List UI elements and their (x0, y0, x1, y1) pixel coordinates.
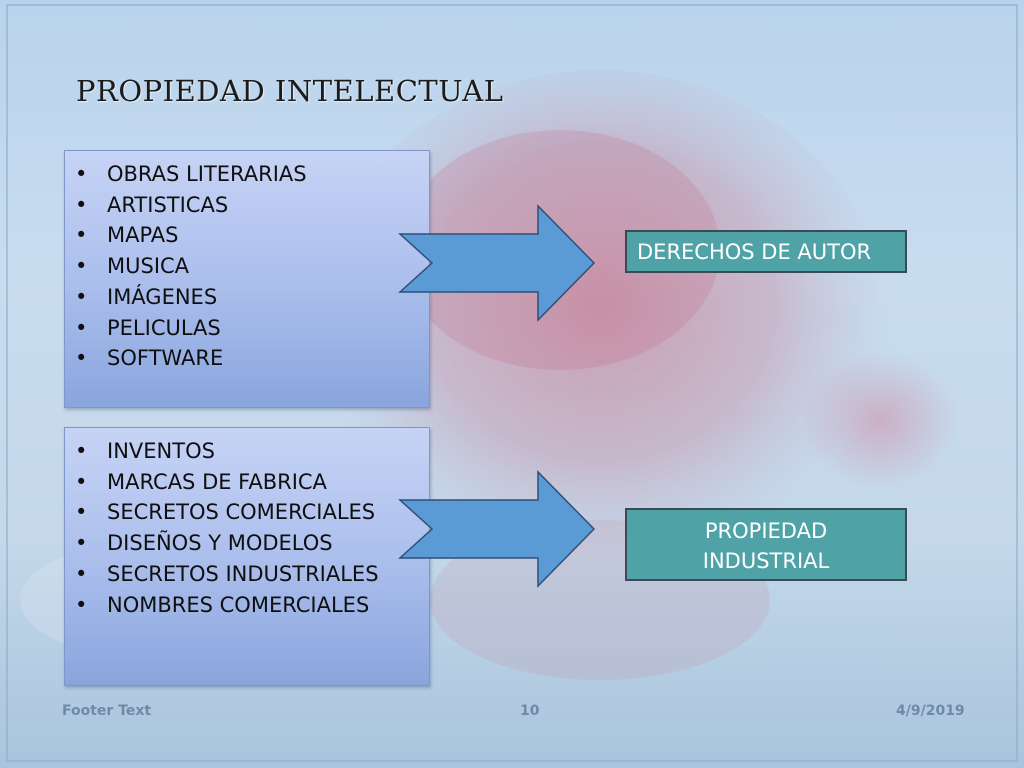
list-item: •MARCAS DE FABRICA (75, 469, 327, 494)
list-item: •ARTISTICAS (75, 192, 229, 217)
list-item: •SOFTWARE (75, 346, 224, 371)
list-item: •MUSICA (75, 254, 190, 279)
slide-title: PROPIEDAD INTELECTUAL (76, 74, 504, 108)
list-item: •OBRAS LITERARIAS (75, 162, 307, 186)
list-item: •SECRETOS INDUSTRIALES (75, 561, 379, 586)
list-item: •NOMBRES COMERCIALES (75, 592, 370, 617)
copyright-works-list: •OBRAS LITERARIAS •ARTISTICAS •MAPAS •MU… (65, 151, 429, 374)
list-item: •INVENTOS (75, 439, 215, 463)
copyright-works-box: •OBRAS LITERARIAS •ARTISTICAS •MAPAS •MU… (64, 150, 430, 408)
list-item: •MAPAS (75, 223, 179, 248)
arrow-to-copyright-icon (398, 204, 596, 322)
industrial-label-line2: INDUSTRIAL (702, 549, 830, 573)
footer-text: Footer Text (62, 703, 152, 719)
list-item: •IMÁGENES (75, 284, 218, 309)
industrial-items-box: •INVENTOS •MARCAS DE FABRICA •SECRETOS C… (64, 427, 430, 686)
copyright-label: DERECHOS DE AUTOR (637, 240, 872, 264)
list-item: •SECRETOS COMERCIALES (75, 500, 376, 525)
list-item: •PELICULAS (75, 315, 221, 340)
industrial-property-label-box: PROPIEDAD INDUSTRIAL (625, 508, 907, 581)
page-number: 10 (520, 703, 540, 719)
footer-date: 4/9/2019 (896, 703, 965, 719)
copyright-label-box: DERECHOS DE AUTOR (625, 230, 907, 273)
arrow-to-industrial-icon (398, 470, 596, 588)
industrial-label-line1: PROPIEDAD (704, 519, 828, 543)
industrial-items-list: •INVENTOS •MARCAS DE FABRICA •SECRETOS C… (65, 428, 429, 620)
list-item: •DISEÑOS Y MODELOS (75, 531, 333, 556)
